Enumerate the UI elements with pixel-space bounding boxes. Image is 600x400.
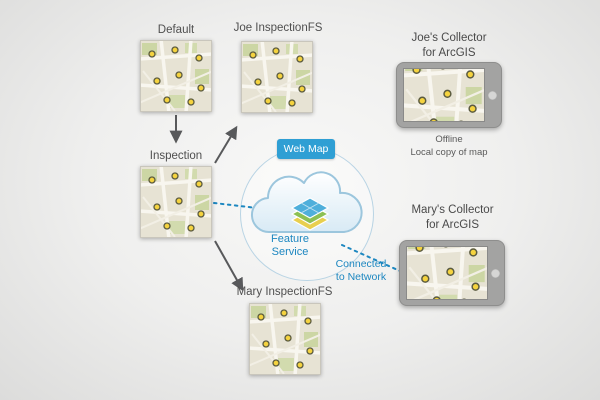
map-layers-icon <box>290 197 330 231</box>
feature-service-label: Feature Service <box>271 233 309 259</box>
joe-offline-status: Offline Local copy of map <box>410 134 488 158</box>
joe-inspectionfs-map-thumbnail <box>241 41 313 113</box>
connected-to-network-label: Connected to Network <box>335 258 387 283</box>
tablet-home-button <box>488 90 497 100</box>
default-map-thumbnail <box>140 40 212 112</box>
label-mary-inspectionfs: Mary InspectionFS <box>236 286 333 298</box>
arrow-inspection-to-joe-fs <box>214 125 238 164</box>
label-joe-collector: Joe's Collector for ArcGIS <box>411 32 487 59</box>
tablet-mary-map-screen <box>406 246 488 300</box>
label-default-map: Default <box>157 24 195 36</box>
label-inspection-map: Inspection <box>149 150 203 162</box>
tablet-mary <box>399 240 505 306</box>
inspection-map-thumbnail <box>140 166 212 238</box>
tablet-home-button <box>491 268 500 278</box>
web-map-badge: Web Map <box>277 139 335 159</box>
tablet-joe-map-screen <box>403 68 485 122</box>
cloud-icon <box>251 171 363 234</box>
label-mary-collector: Mary's Collector for ArcGIS <box>411 204 494 231</box>
mary-inspectionfs-map-thumbnail <box>249 303 321 375</box>
tablet-joe <box>396 62 502 128</box>
feature-service-cloud <box>248 162 366 250</box>
arrow-inspection-to-mary-fs <box>214 240 244 292</box>
label-joe-inspectionfs: Joe InspectionFS <box>233 22 323 34</box>
